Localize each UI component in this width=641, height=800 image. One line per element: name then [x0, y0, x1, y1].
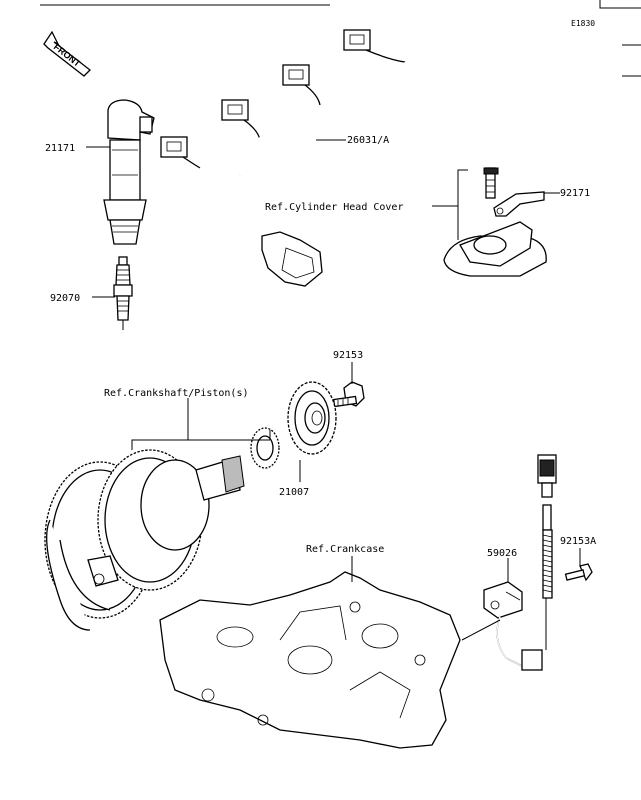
sensor-bolt: [564, 563, 593, 582]
label-21007: 21007: [279, 487, 309, 498]
crank-position-sensor: [483, 454, 557, 671]
harness-connector: [160, 29, 371, 158]
label-ref-crankshaft: Ref.Crankshaft/Piston(s): [104, 388, 249, 399]
bracket-head-cover: [457, 169, 468, 240]
label-ref-head-cover: Ref.Cylinder Head Cover: [265, 202, 403, 213]
timing-rotor: [287, 381, 337, 455]
spark-plug: [113, 256, 133, 330]
splined-gear: [250, 427, 280, 469]
flange-bolt: [332, 381, 365, 408]
page-frame: [40, 0, 641, 77]
label-92153a: 92153A: [560, 536, 596, 547]
label-21171: 21171: [45, 143, 75, 154]
head-cover-detail: [443, 167, 547, 277]
label-26031: 26031/A: [347, 135, 389, 146]
diagram-code: E1830: [571, 19, 595, 28]
ignition-coil: [103, 99, 155, 245]
label-92153: 92153: [333, 350, 363, 361]
label-92171: 92171: [560, 188, 590, 199]
bracket-crankshaft: [131, 439, 270, 450]
crankshaft: [44, 427, 280, 631]
wiring-harness: [160, 29, 420, 287]
label-ref-crankcase: Ref.Crankcase: [306, 544, 384, 555]
label-59026: 59026: [487, 548, 517, 559]
crankcase: [159, 571, 461, 749]
front-arrow: FRONT: [43, 30, 91, 77]
label-92070: 92070: [50, 293, 80, 304]
